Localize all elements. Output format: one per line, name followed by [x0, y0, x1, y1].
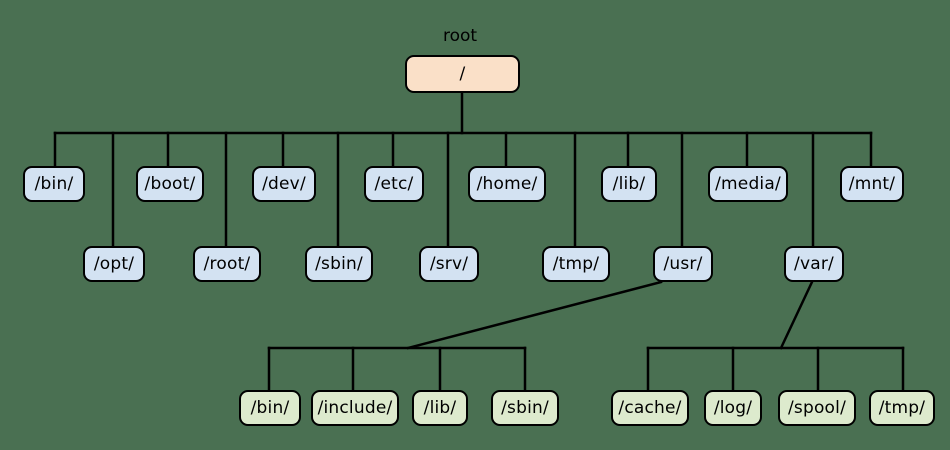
- node-level1-etc[interactable]: /etc/: [364, 166, 424, 202]
- node-level1-mnt[interactable]: /mnt/: [840, 166, 904, 202]
- node-level1-srv[interactable]: /srv/: [419, 246, 479, 282]
- node-usr-child-include[interactable]: /include/: [311, 390, 399, 426]
- node-level1-home[interactable]: /home/: [468, 166, 546, 202]
- root-caption-label: root: [443, 26, 478, 46]
- node-usr-child-sbin[interactable]: /sbin/: [491, 390, 559, 426]
- usr-diagonal-line: [406, 280, 663, 350]
- node-level1-lib[interactable]: /lib/: [601, 166, 657, 202]
- var-diagonal-line: [779, 280, 814, 350]
- node-var-child-log[interactable]: /log/: [704, 390, 762, 426]
- node-usr-child-bin[interactable]: /bin/: [239, 390, 301, 426]
- node-level1-boot[interactable]: /boot/: [136, 166, 204, 202]
- node-level1-media[interactable]: /media/: [708, 166, 788, 202]
- node-level1-var[interactable]: /var/: [784, 246, 844, 282]
- node-root-root[interactable]: /: [405, 55, 520, 93]
- node-var-child-tmp[interactable]: /tmp/: [869, 390, 935, 426]
- node-level1-usr[interactable]: /usr/: [653, 246, 713, 282]
- node-level1-sbin[interactable]: /sbin/: [305, 246, 373, 282]
- node-var-child-spool[interactable]: /spool/: [778, 390, 856, 426]
- node-level1-opt[interactable]: /opt/: [83, 246, 145, 282]
- node-level1-bin[interactable]: /bin/: [23, 166, 85, 202]
- node-level1-tmp[interactable]: /tmp/: [542, 246, 610, 282]
- node-var-child-cache[interactable]: /cache/: [611, 390, 689, 426]
- node-level1-root[interactable]: /root/: [193, 246, 261, 282]
- node-usr-child-lib[interactable]: /lib/: [412, 390, 468, 426]
- node-level1-dev[interactable]: /dev/: [252, 166, 316, 202]
